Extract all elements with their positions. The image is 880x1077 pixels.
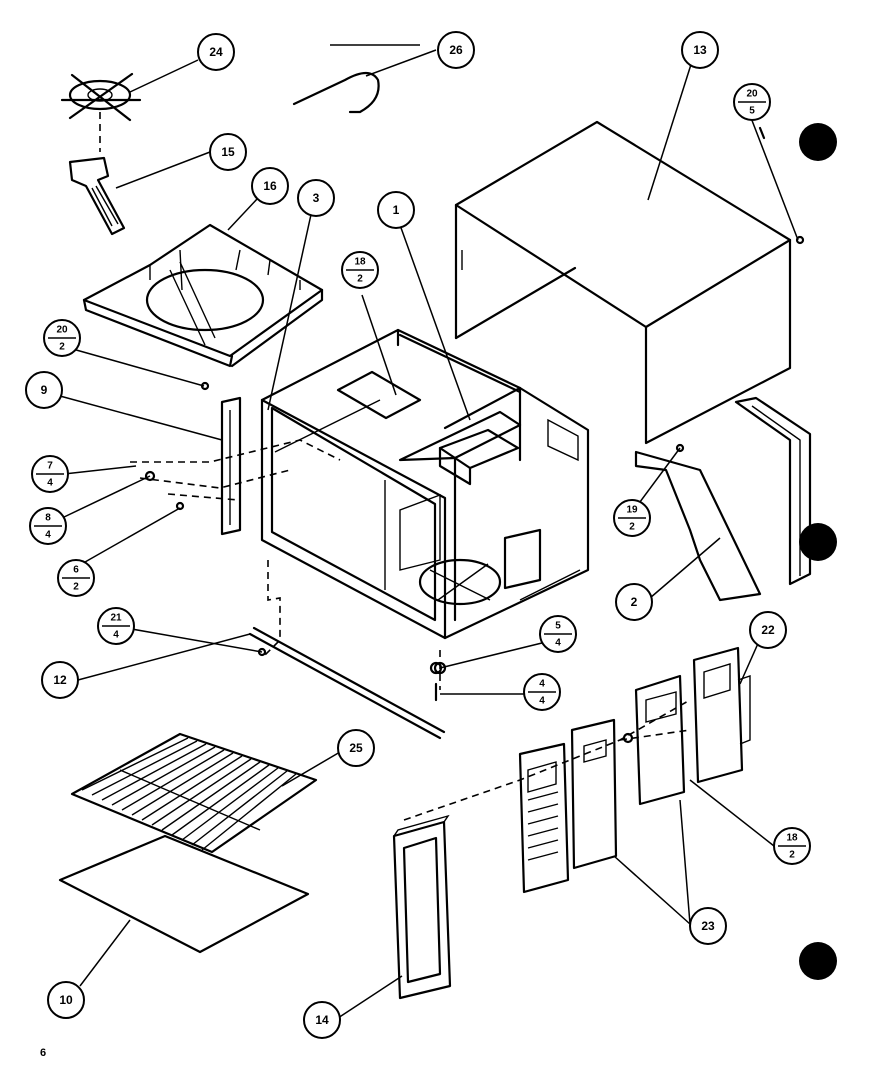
registration-dot-bottom <box>799 942 837 980</box>
svg-text:4: 4 <box>539 679 545 690</box>
part-14-door <box>392 814 452 1000</box>
svg-text:5: 5 <box>555 621 561 632</box>
callout-8-4: 84 <box>29 507 67 545</box>
chassis <box>260 328 590 640</box>
svg-text:2: 2 <box>629 522 635 533</box>
callout-25: 25 <box>337 729 375 767</box>
callout-4-4: 44 <box>523 673 561 711</box>
callout-12: 12 <box>41 661 79 699</box>
part-23-control-panel <box>518 674 686 894</box>
svg-text:23: 23 <box>701 919 715 933</box>
callout-18-2-lower: 18 2 <box>773 827 811 865</box>
callout-23: 23 <box>689 907 727 945</box>
callout-6-2: 62 <box>57 559 95 597</box>
svg-text:20: 20 <box>746 89 758 100</box>
svg-text:12: 12 <box>53 673 67 687</box>
callout-5-4: 54 <box>539 615 577 653</box>
svg-text:2: 2 <box>789 850 795 861</box>
svg-text:3: 3 <box>313 191 320 205</box>
callout-3: 3 <box>297 179 335 217</box>
registration-dot-top <box>799 123 837 161</box>
part-9-side-panel <box>220 396 242 536</box>
part-15-bracket <box>68 156 126 236</box>
part-26-cord <box>292 44 420 114</box>
svg-text:4: 4 <box>113 630 119 641</box>
callout-20-5: 20 5 <box>733 83 771 121</box>
callout-9: 9 <box>25 371 63 409</box>
svg-text:4: 4 <box>539 696 545 707</box>
svg-text:9: 9 <box>41 383 48 397</box>
svg-text:18: 18 <box>786 833 798 844</box>
svg-text:7: 7 <box>47 461 53 472</box>
svg-text:18: 18 <box>354 257 366 268</box>
callout-14: 14 <box>303 1001 341 1039</box>
callout-26: 26 <box>437 31 475 69</box>
svg-text:20: 20 <box>56 325 68 336</box>
svg-text:2: 2 <box>357 274 363 285</box>
svg-text:4: 4 <box>555 638 561 649</box>
callout-24: 24 <box>197 33 235 71</box>
svg-text:19: 19 <box>626 505 638 516</box>
callout-7-4: 74 <box>31 455 69 493</box>
callout-16: 16 <box>251 167 289 205</box>
svg-text:2: 2 <box>73 582 79 593</box>
svg-text:6: 6 <box>73 565 79 576</box>
svg-text:1: 1 <box>393 203 400 217</box>
svg-text:25: 25 <box>349 741 363 755</box>
svg-text:26: 26 <box>449 43 463 57</box>
svg-text:8: 8 <box>45 513 51 524</box>
svg-text:15: 15 <box>221 145 235 159</box>
small-fasteners <box>144 126 805 702</box>
callout-15: 15 <box>209 133 247 171</box>
callout-13: 13 <box>681 31 719 69</box>
callout-22: 22 <box>749 611 787 649</box>
svg-text:2: 2 <box>631 595 638 609</box>
svg-text:5: 5 <box>749 106 755 117</box>
leader-lines <box>59 49 799 1019</box>
svg-text:10: 10 <box>59 993 73 1007</box>
page-number: 6 <box>40 1047 46 1059</box>
callout-21-4: 21 4 <box>97 607 135 645</box>
assembly-lines <box>130 439 691 821</box>
svg-text:22: 22 <box>761 623 775 637</box>
part-16-tray <box>82 223 324 368</box>
svg-text:24: 24 <box>209 45 223 59</box>
svg-text:13: 13 <box>693 43 707 57</box>
svg-text:2: 2 <box>59 342 65 353</box>
part-25-rack <box>70 732 318 854</box>
part-12-rod <box>248 626 447 740</box>
svg-text:21: 21 <box>110 613 122 624</box>
part-2-base <box>634 396 812 602</box>
part-22-bracket <box>692 646 751 784</box>
callout-2: 2 <box>615 583 653 621</box>
svg-text:4: 4 <box>47 478 53 489</box>
svg-text:14: 14 <box>315 1013 329 1027</box>
registration-dot-middle <box>799 523 837 561</box>
part-13-cabinet <box>454 120 792 445</box>
svg-text:4: 4 <box>45 530 51 541</box>
part-10-tray <box>58 834 310 954</box>
part-24-coupler <box>60 72 142 152</box>
callout-1: 1 <box>377 191 415 229</box>
callout-19-2: 19 2 <box>613 499 651 537</box>
callout-20-2: 20 2 <box>43 319 81 357</box>
svg-text:16: 16 <box>263 179 277 193</box>
callout-10: 10 <box>47 981 85 1019</box>
callout-18-2-upper: 18 2 <box>341 251 379 289</box>
